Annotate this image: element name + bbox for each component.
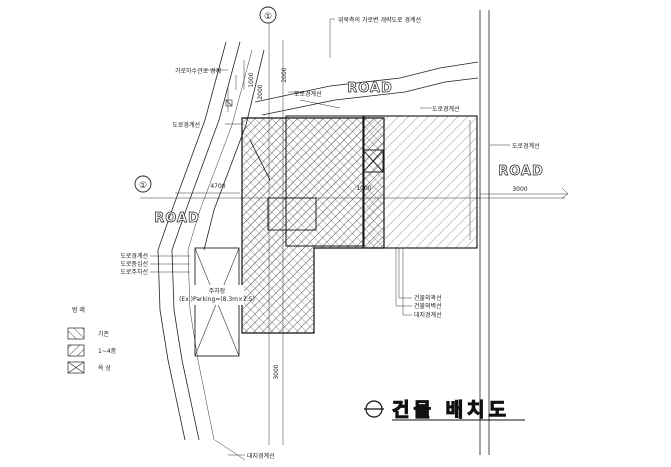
left-note-2: 도로중심선 xyxy=(120,260,148,268)
road-label-left: ROAD xyxy=(154,211,200,226)
road-boundary-label-2: 도로경계선 xyxy=(432,105,460,113)
building-existing xyxy=(241,117,385,334)
road-label-right: ROAD xyxy=(498,164,544,179)
right-note-1: 건물외곽선 xyxy=(414,294,442,302)
leader-lines xyxy=(150,18,510,456)
svg-text:①: ① xyxy=(139,181,147,191)
road-boundary-label-1: 도로경계선 xyxy=(294,90,322,98)
dim-right-offset: 3000 xyxy=(512,186,527,193)
legend-item-1: 기존 xyxy=(98,330,110,338)
bottom-note: 대지경계선 xyxy=(247,452,275,460)
left-note-3: 도로주차선 xyxy=(120,268,148,276)
drawing-title: 건물 배치도 xyxy=(364,398,525,422)
legend-item-2: 1~4층 xyxy=(98,347,117,355)
drawing-title-text: 건물 배치도 xyxy=(392,399,510,421)
legend-item-3: 옥 상 xyxy=(98,364,111,372)
dim-left-offset: 4700 xyxy=(210,183,225,190)
grid-marker-top: ① xyxy=(259,6,277,24)
left-road-boundaries xyxy=(157,41,265,441)
right-note-3: 대지경계선 xyxy=(414,311,442,319)
legend: 범 례 기존 1~4층 옥 상 xyxy=(67,306,117,374)
road-boundary-label-3: 도로경계선 xyxy=(172,121,200,129)
dim-width-mark: 1000 xyxy=(356,185,371,192)
grid-marker-left: ① xyxy=(134,175,152,193)
parking-spec: (Ex.)Parking=(8.3m×2.5) xyxy=(179,296,255,303)
building-upper-floors xyxy=(249,115,478,249)
parking-area: 주차장 (Ex.)Parking=(8.3m×2.5) xyxy=(179,247,255,357)
dim-top-b: 2000 xyxy=(257,84,264,99)
dimension-lines xyxy=(175,60,569,199)
note-top-right: 위북측의 가로변 개략도로 경계선 xyxy=(338,16,421,24)
parking-label: 주차장 xyxy=(209,287,226,295)
right-note-2: 건물외벽선 xyxy=(414,302,442,310)
legend-heading: 범 례 xyxy=(72,306,85,314)
dim-vertical-a: 3000 xyxy=(273,364,280,379)
upper-road-curve xyxy=(254,61,479,116)
road-boundary-label-right: 도로경계선 xyxy=(512,142,540,150)
note-plan-road: 가로하수관로 경계 xyxy=(175,67,221,75)
left-note-1: 도로경계선 xyxy=(120,252,148,260)
dim-top-a: 1000 xyxy=(248,72,255,87)
dim-top-c: 2000 xyxy=(281,67,288,82)
svg-text:①: ① xyxy=(264,12,272,22)
road-label-top: ROAD xyxy=(347,81,393,96)
